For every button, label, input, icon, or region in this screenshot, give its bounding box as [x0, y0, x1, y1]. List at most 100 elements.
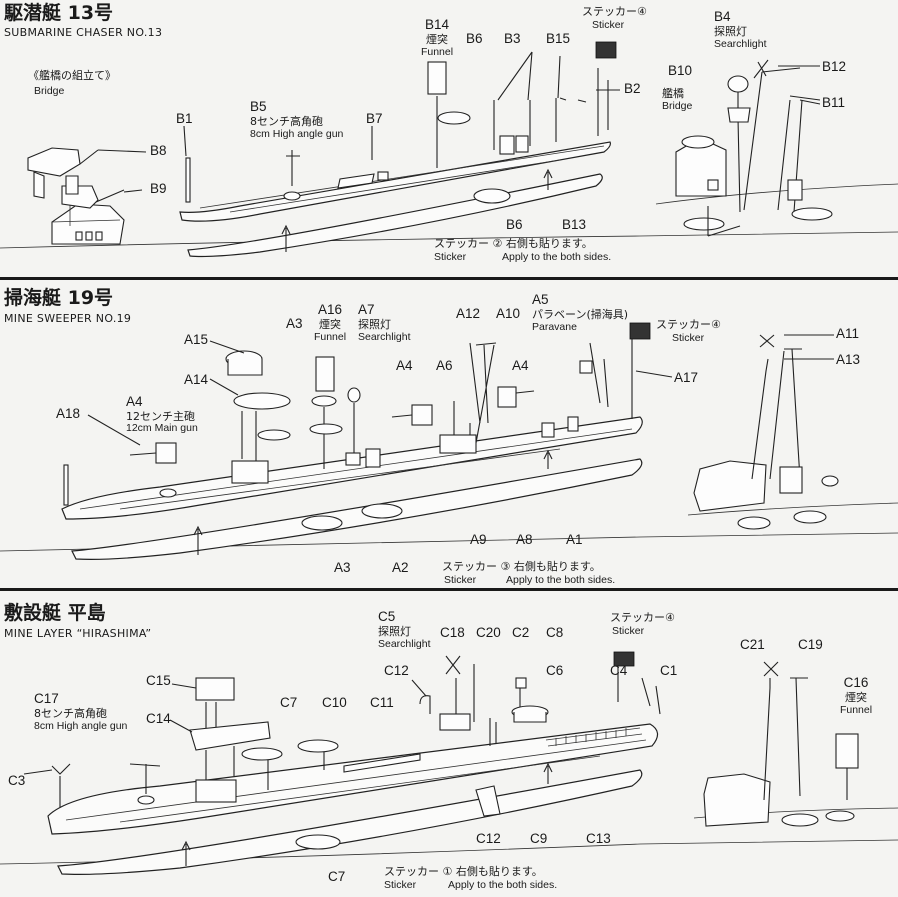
sticker-number: ④	[665, 611, 675, 624]
part-desc-jp: 8センチ高角砲	[250, 115, 323, 128]
sticker-note-en: Apply to the both sides.	[506, 574, 616, 586]
section-mine-sweeper: 掃海艇 19号 MINE SWEEPER NO.19 A15 A14 A3 A1…	[0, 283, 898, 587]
part-desc-jp: 8センチ高角砲	[34, 707, 107, 720]
part-label: A14	[184, 372, 209, 387]
part-desc-en: Searchlight	[358, 331, 411, 343]
part-label: A3	[334, 560, 351, 575]
part-label: A11	[836, 326, 860, 341]
section-title-jp: 敷設艇 平島	[4, 602, 106, 624]
sticker-number: ③	[500, 560, 511, 573]
section-divider	[0, 588, 898, 591]
part-desc-jp: 煙突	[845, 691, 867, 704]
part-label: C10	[322, 695, 347, 710]
part-desc-jp: 探照灯	[714, 25, 747, 38]
part-desc-en: Funnel	[313, 331, 347, 343]
part-desc-en: 8cm High angle gun	[250, 128, 344, 140]
part-label: C15	[146, 673, 171, 688]
sticker-label-jp: ステッカー④	[610, 611, 675, 624]
sticker-label-jp: ステッカー④	[582, 5, 647, 18]
part-label: C21	[740, 637, 765, 652]
part-label: B11	[822, 95, 846, 110]
part-desc-en: Searchlight	[714, 38, 767, 50]
part-desc-jp: 探照灯	[378, 625, 411, 638]
submarine-chaser-hull	[179, 41, 617, 258]
part-label: B7	[366, 111, 383, 126]
part-label: C20	[476, 625, 501, 640]
mine-layer-drawing	[0, 651, 898, 875]
part-label: A3	[286, 316, 303, 331]
part-label: A4	[396, 358, 413, 373]
part-label: C5	[378, 609, 396, 624]
part-label: B14	[424, 17, 450, 32]
part-label: A9	[470, 532, 487, 547]
bridge-heading-jp: 《艦橋の組立て》	[28, 69, 116, 82]
part-label: C1	[660, 663, 678, 678]
sticker-note-en: Apply to the both sides.	[502, 251, 612, 263]
part-label: C7	[280, 695, 298, 710]
part-label: A16	[317, 302, 343, 317]
mine-layer-hull	[47, 651, 661, 875]
part-label: A5	[532, 292, 549, 307]
sticker-label-en: Sticker	[444, 574, 477, 586]
part-label: C19	[798, 637, 823, 652]
part-label: B6	[506, 217, 523, 232]
part-desc-jp: 探照灯	[358, 318, 391, 331]
part-label: C9	[530, 831, 548, 846]
sticker-label-jp: ステッカー ① 右側も貼ります。	[384, 865, 543, 878]
section-title-en: MINE SWEEPER NO.19	[4, 312, 132, 325]
part-label: A15	[184, 332, 209, 347]
part-label: C12	[476, 831, 501, 846]
sticker-label-en: Sticker	[384, 879, 417, 891]
mast-detail-inset	[687, 334, 898, 530]
part-label: C6	[546, 663, 564, 678]
sticker-number: ④	[711, 318, 721, 331]
part-label: B15	[546, 31, 571, 46]
bridge-detail-inset	[655, 59, 898, 237]
sticker-label-en: Sticker	[672, 332, 705, 344]
sticker-number: ①	[442, 865, 453, 878]
part-label: B3	[504, 31, 521, 46]
part-label: C8	[546, 625, 564, 640]
part-label: B6	[466, 31, 483, 46]
sticker-label-jp: ステッカー ② 右側も貼ります。	[434, 237, 593, 250]
part-desc-en: Funnel	[839, 704, 873, 716]
sticker-label-en: Sticker	[612, 625, 645, 637]
mine-sweeper-drawing	[0, 322, 898, 560]
part-desc-jp: パラベーン(掃海具)	[532, 308, 629, 321]
part-label: B4	[714, 9, 731, 24]
part-label: A2	[392, 560, 409, 575]
part-label: C17	[34, 691, 59, 706]
part-label: C18	[440, 625, 465, 640]
part-label: C16	[843, 675, 869, 690]
sticker-label-jp: ステッカー④	[656, 318, 721, 331]
part-desc-en: 12cm Main gun	[126, 422, 198, 434]
section-title-en: SUBMARINE CHASER NO.13	[4, 26, 163, 39]
part-label: A7	[358, 302, 375, 317]
part-label: C11	[370, 695, 394, 710]
part-desc-en: Funnel	[420, 46, 454, 58]
bridge-heading-en: Bridge	[34, 85, 65, 97]
section-divider	[0, 277, 898, 280]
section-title-en: MINE LAYER “HIRASHIMA”	[4, 627, 152, 640]
part-label: A4	[512, 358, 529, 373]
bridge-subassembly	[27, 147, 125, 245]
section-title-jp: 掃海艇 19号	[4, 287, 114, 309]
part-label: B8	[150, 143, 167, 158]
part-label: A17	[674, 370, 699, 385]
part-label: A18	[56, 406, 81, 421]
part-desc-jp: 12センチ主砲	[126, 410, 195, 423]
sticker-label-jp: ステッカー ③ 右側も貼ります。	[442, 560, 601, 573]
part-label: B2	[624, 81, 641, 96]
mast-funnel-inset	[693, 661, 898, 827]
mine-sweeper-hull	[61, 322, 651, 560]
sticker-note-en: Apply to the both sides.	[448, 879, 558, 891]
part-desc-jp: 煙突	[319, 318, 341, 331]
sticker-number: ④	[637, 5, 647, 18]
part-label: C7	[328, 869, 346, 884]
sticker-label-en: Sticker	[592, 19, 625, 31]
part-label: A8	[516, 532, 533, 547]
part-desc-jp: 艦橋	[662, 87, 684, 100]
part-desc-en: 8cm High angle gun	[34, 720, 128, 732]
part-label: C4	[610, 663, 628, 678]
part-desc-en: Searchlight	[378, 638, 431, 650]
